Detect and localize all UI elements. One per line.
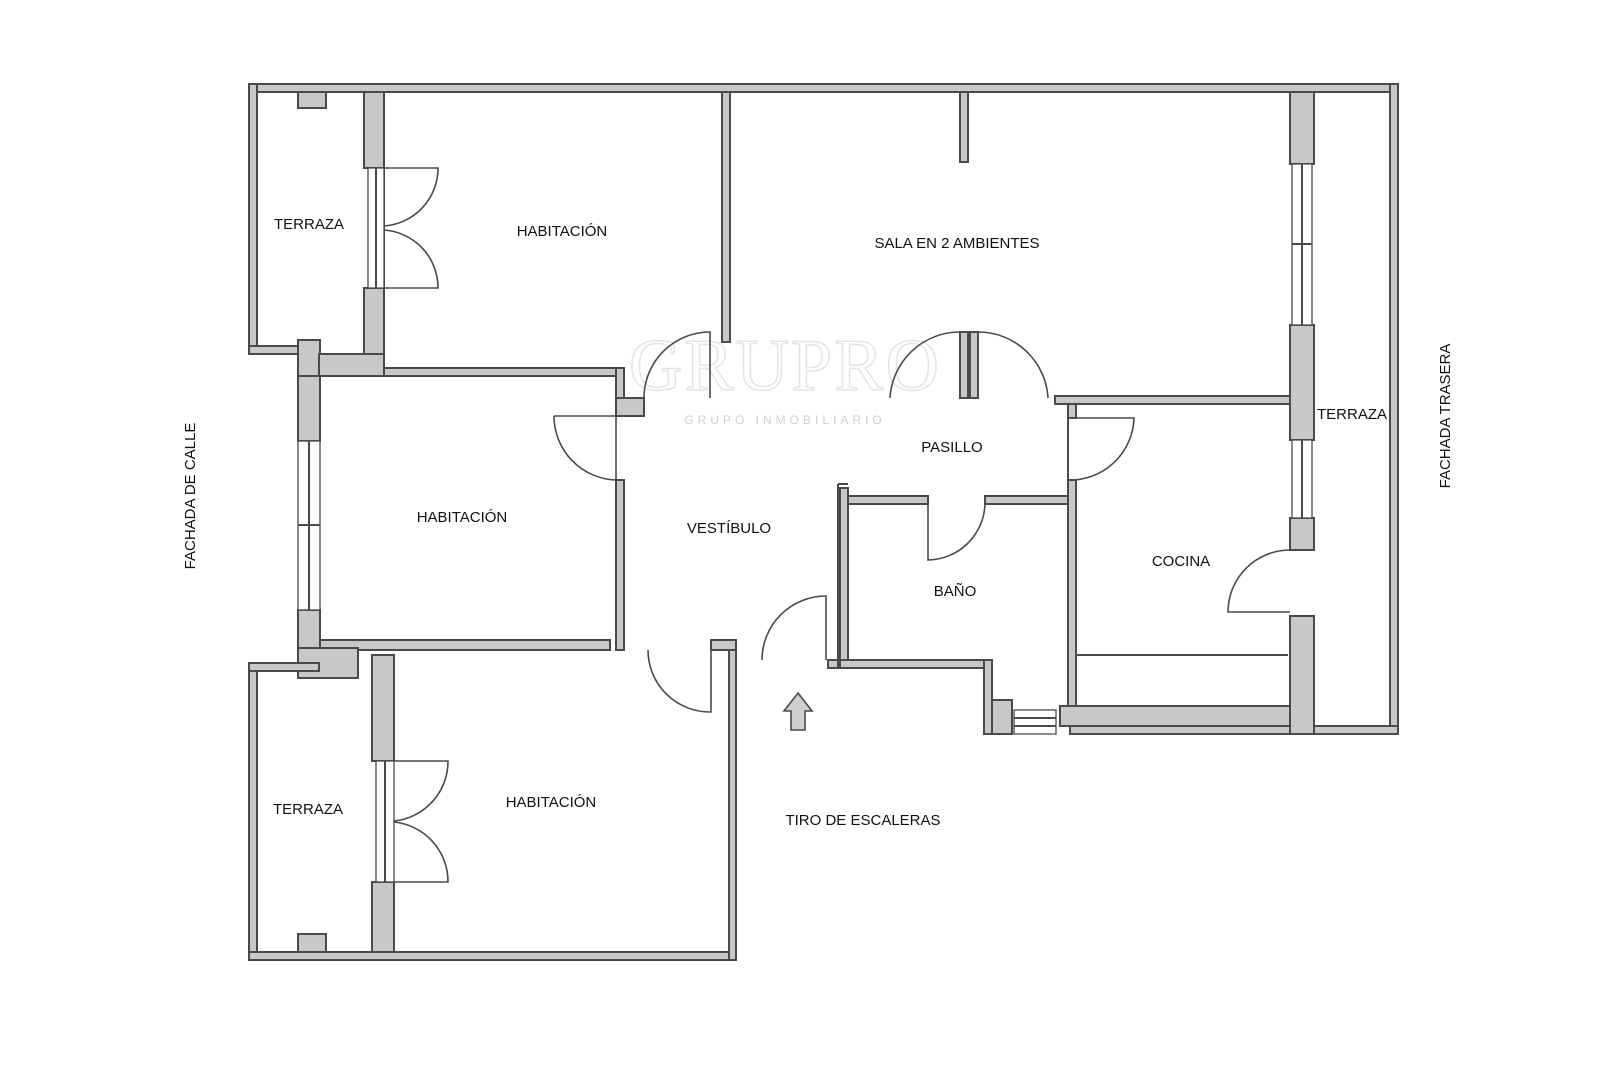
window-bano	[1013, 709, 1057, 735]
room-label-cocina: COCINA	[1152, 553, 1210, 570]
door-cocina-terrace	[1227, 549, 1291, 613]
room-label-habitacion-bottom: HABITACIÓN	[506, 794, 597, 811]
door-terrace-top-2	[383, 229, 439, 289]
door-sala-1	[889, 331, 961, 399]
label-tiro-escaleras: TIRO DE ESCALERAS	[785, 812, 940, 829]
room-label-terraza-right: TERRAZA	[1317, 406, 1387, 423]
door-sala-2	[977, 331, 1049, 399]
room-label-bano: BAÑO	[934, 583, 977, 600]
room-labels: TERRAZA HABITACIÓN SALA EN 2 AMBIENTES H…	[273, 216, 1387, 818]
door-bano	[927, 503, 986, 561]
entrance-arrow-icon	[782, 691, 814, 731]
watermark-tagline: GRUPO INMOBILIARIO	[684, 413, 885, 427]
interior-walls	[248, 91, 1315, 953]
room-label-pasillo: PASILLO	[921, 439, 982, 456]
room-label-terraza-bottom-left: TERRAZA	[273, 801, 343, 818]
watermark-brand: GRUPRO	[629, 325, 941, 407]
door-entrance	[761, 595, 827, 661]
door-top-bedroom	[643, 331, 711, 399]
door-middle-bedroom	[553, 415, 617, 481]
windows	[297, 163, 1313, 883]
room-label-terraza-top-left: TERRAZA	[274, 216, 344, 233]
door-terrace-top-1	[383, 167, 439, 227]
room-label-vestibulo: VESTÍBULO	[687, 520, 771, 537]
door-cocina	[1067, 417, 1135, 481]
label-fachada-calle: FACHADA DE CALLE	[182, 423, 199, 570]
annotations: TIRO DE ESCALERAS FACHADA DE CALLE FACHA…	[182, 344, 1454, 829]
room-label-sala: SALA EN 2 AMBIENTES	[874, 235, 1039, 252]
room-label-habitacion-top: HABITACIÓN	[517, 223, 608, 240]
room-label-habitacion-middle: HABITACIÓN	[417, 509, 508, 526]
label-fachada-trasera: FACHADA TRASERA	[1437, 344, 1454, 489]
door-bottom-bedroom	[647, 649, 712, 713]
doors	[383, 167, 1291, 883]
door-terrace-bottom-1	[393, 760, 449, 822]
door-terrace-bottom-2	[393, 821, 449, 883]
